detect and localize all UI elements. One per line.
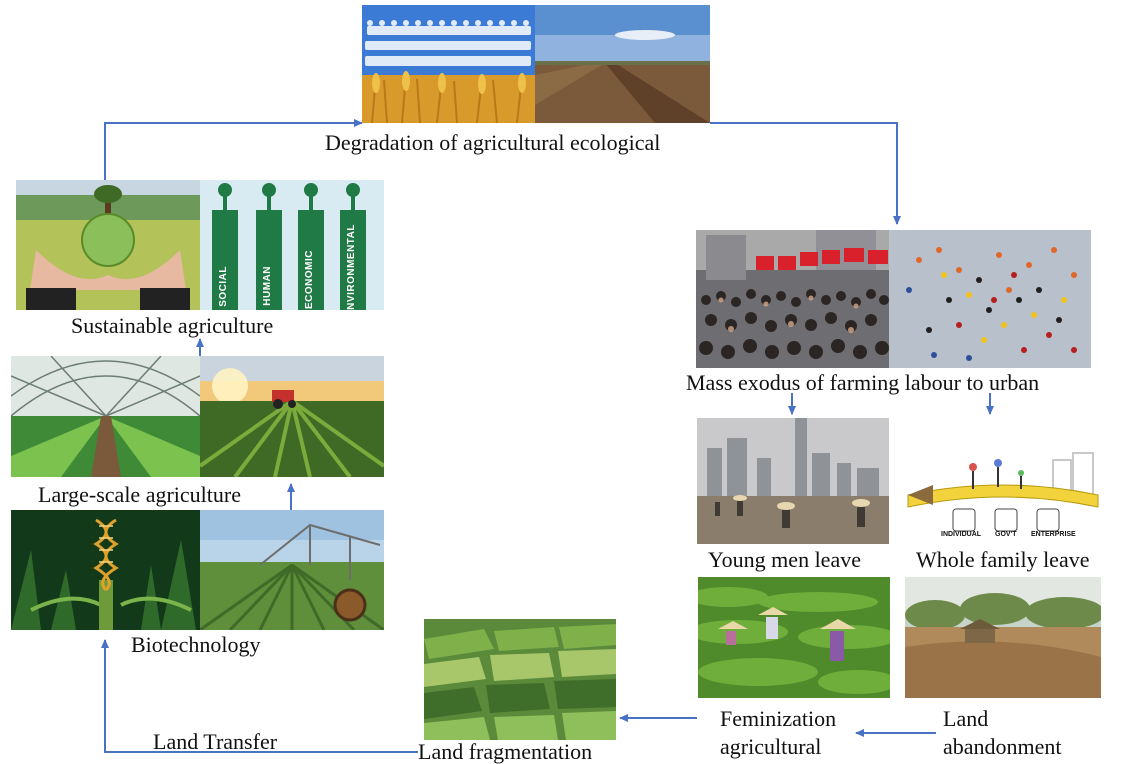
large-scale-label: Large-scale agriculture [38, 482, 241, 507]
pillars-photo: SOCIAL HUMAN ECONOMIC ENVIRONMENTAL [200, 180, 384, 310]
hands-earth-photo [16, 180, 200, 310]
city-farmers-photo [697, 418, 889, 544]
irrigation-photo [200, 510, 384, 630]
pillar-economic: ECONOMIC [304, 250, 315, 309]
wheat-crowd-photo [362, 5, 535, 123]
abandonment-label-line1: Land [943, 706, 989, 731]
pillar-social: SOCIAL [218, 266, 229, 307]
abandoned-land-photo [905, 577, 1101, 698]
arrow-transfer-to-biotech [101, 639, 418, 753]
biotech-label: Biotechnology [131, 632, 261, 657]
sign-enterprise: ENTERPRISE [1031, 531, 1076, 538]
degradation-label: Degradation of agricultural ecological [325, 130, 661, 155]
pillar-human: HUMAN [262, 266, 273, 306]
fragmented-fields-photo [424, 619, 616, 740]
fragmentation-label: Land fragmentation [418, 739, 593, 764]
sustainable-label: Sustainable agriculture [71, 313, 274, 338]
family-cartoon-photo: INDIVIDUAL GOV'T ENTERPRISE [903, 415, 1104, 545]
sign-individual: INDIVIDUAL [941, 531, 982, 538]
pillar-environmental: ENVIRONMENTAL [346, 224, 357, 310]
greenhouse-photo [11, 356, 200, 477]
tea-pickers-photo [698, 577, 890, 698]
transfer-label: Land Transfer [153, 729, 278, 754]
whole-family-label: Whole family leave [916, 547, 1090, 572]
exodus-label: Mass exodus of farming labour to urban [686, 370, 1040, 395]
arrow-degradation-to-exodus [710, 122, 901, 225]
dna-corn-photo [11, 510, 200, 630]
crowd-photo [696, 230, 889, 368]
barren-field-photo [535, 5, 710, 123]
feminization-label-line2: agricultural [720, 734, 822, 759]
young-men-label: Young men leave [708, 547, 861, 572]
feminization-label-line1: Feminization [720, 706, 837, 731]
sign-govt: GOV'T [995, 531, 1017, 538]
tractor-field-photo [200, 356, 384, 477]
arrow-sustainable-to-degradation [104, 119, 363, 180]
abandonment-label-line2: abandonment [943, 734, 1062, 759]
migration-map-photo [889, 230, 1091, 368]
